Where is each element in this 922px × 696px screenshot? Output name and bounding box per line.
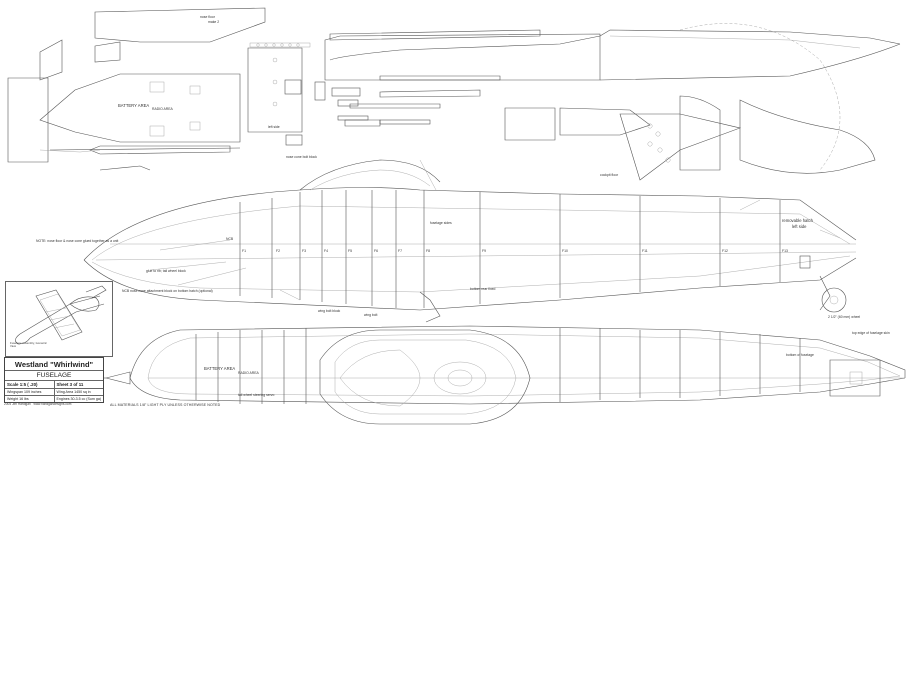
footer-copyright: 2005 Jim Hardigan [4,402,31,406]
label-fuselage-sides: fuselage sides [430,221,452,225]
leader-lines [149,159,841,301]
lightening-holes-tail [647,123,671,163]
nose-parts-left [39,149,151,171]
label-wing-bolt-block: wing bolt block [318,309,341,313]
part-side-doubler [7,39,121,163]
part-nose-floor: nose floor make 2 [94,7,266,43]
tail-wheel-assembly: 2 1/2" (60 mm) wheel [799,255,860,319]
part-formers-small: nose cone bolt block [284,79,431,159]
label-top-edge-skin: top edge of fuselage skin [852,331,890,335]
label-f10: F10 [562,249,568,253]
label-battery-area-bottom: BATTERY AREA [204,366,235,371]
label-removable-hatch: removable hatch [782,218,814,223]
fuselage-top-view: BATTERY AREA RADIO AREA tail wheel steer… [90,325,906,425]
title-block-name: Westland "Whirlwind" [5,358,103,371]
title-block-scale: Scale 1:5 ( .20) [7,382,38,387]
label-nose-note: NOTE: nose floor & nose cone glued toget… [36,239,118,243]
label-f12: F12 [722,249,728,253]
label-tail-wheel-servo: tail wheel steering servo [238,393,274,397]
title-block-weight: Weight 16 lbs [7,397,29,401]
label-f13: F13 [782,249,788,253]
label-left-side-panel: left side [268,125,280,129]
label-f2: F2 [276,249,280,253]
part-fuselage-floor: BATTERY AREA RADIO AREA [39,73,241,155]
label-bottom-rear-fixed: bottom rear fixed [470,287,496,291]
label-battery-area-top: BATTERY AREA [118,103,149,108]
label-f6: F6 [374,249,378,253]
part-side-panel: left side [247,47,303,133]
title-block-wingspan: Wingspan 109 inches [7,390,42,394]
label-wing-bolt: wing bolt [364,313,377,317]
isometric-view: Fuselage Assembly, Isometric View [5,281,113,357]
label-f8: F8 [426,249,430,253]
footer-website-text: www.hardigandesigns.com [33,402,72,406]
lightening-holes-top [256,43,300,47]
fuselage-side-view: NCB F1 F2 F3 F4 F5 F6 F7 F8 F9 F10 F11 F… [36,159,860,323]
label-radio-area-bottom: RADIO AREA [238,371,259,375]
label-radio-area-top: RADIO AREA [152,107,173,111]
label-nose-floor: nose floor [200,15,216,19]
part-stringers [249,29,601,127]
label-tailwheel-size: 2 1/2" (60 mm) wheel [828,315,860,319]
title-block-row-weight: Weight 16 lbs Engines 30-3.5 cc (Sum ga) [5,396,103,402]
title-block-row-wing: Wingspan 109 inches Wing Area 1450 sq in [5,389,103,396]
materials-note: ALL MATERIALS 1/8" LIGHT PLY UNLESS OTHE… [110,403,221,407]
label-f7: F7 [398,249,402,253]
iso-caption: Fuselage Assembly, Isometric View [10,341,47,349]
label-f11: F11 [642,249,648,253]
label-glue-note: glue to rib; tail wheel block [146,269,186,273]
label-ncb-note: NCB nose cone attachment block on bottom… [122,289,213,293]
title-block-row-scale: Scale 1:5 ( .20) Sheet 3 of 11 [5,381,103,389]
title-block-wing-area: Wing Area 1450 sq in [53,389,104,395]
title-block-section: FUSELAGE [5,371,103,381]
formers-top [195,328,801,404]
title-block: Westland "Whirlwind" FUSELAGE Scale 1:5 … [4,357,104,403]
part-tail-pieces [504,95,876,181]
label-f3: F3 [302,249,306,253]
label-cockpit-floor: cockpit floor [600,173,619,177]
label-f9: F9 [482,249,486,253]
isometric-drawing [15,285,107,345]
label-nose-cone-bolt: nose cone bolt block [286,155,317,159]
label-f4: F4 [324,249,328,253]
label-make2-a: make 2 [208,20,219,24]
title-block-engines: Engines 30-3.5 cc (Sum ga) [53,396,104,402]
footer-website: 2005 Jim Hardigan www.hardigandesigns.co… [4,402,71,406]
label-fuselage-bottom: bottom of fuselage [786,353,814,357]
label-removable-hatch-side: left side [792,224,807,229]
label-f5: F5 [348,249,352,253]
title-block-sheet: Sheet 3 of 11 [53,381,104,388]
label-f1: F1 [242,249,246,253]
label-ncb: NCB [226,237,234,241]
formers-side [239,190,781,308]
part-top-outline [329,23,901,171]
